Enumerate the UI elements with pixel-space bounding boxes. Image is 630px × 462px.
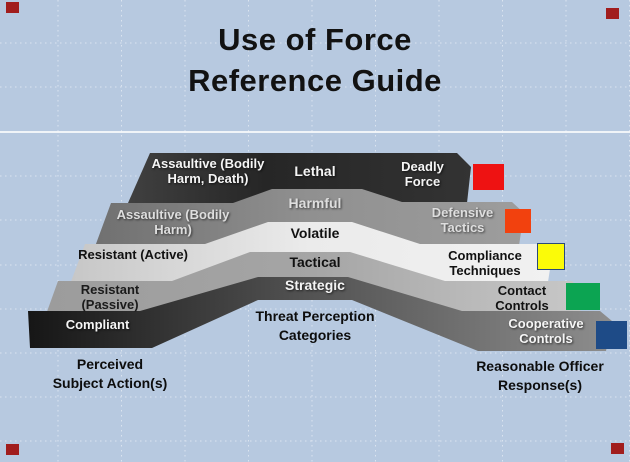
caption-line: Categories (278, 327, 352, 343)
caption-perceived-subject-actions: Perceived Subject Action(s) (30, 355, 190, 393)
caption-line: Perceived (76, 356, 144, 372)
step-label-assaultive-bodily-harm-death: Assaultive (Bodily Harm, Death) (151, 156, 265, 186)
band-label-tactical: Tactical (289, 254, 341, 270)
corner-marker-bottom-left (6, 444, 19, 455)
page-title-line-2: Reference Guide (188, 63, 442, 98)
band-label-lethal: Lethal (294, 163, 336, 179)
step-label-assaultive-bodily-harm: Assaultive (Bodily Harm) (116, 207, 230, 237)
deadly-force-color-marker (473, 164, 504, 190)
compliance-techniques-color-marker (537, 243, 565, 270)
caption-line: Subject Action(s) (52, 375, 168, 391)
cooperative-controls-color-marker (596, 321, 627, 349)
contact-controls-color-marker (566, 283, 600, 310)
step-label-contact-controls: Contact Controls (495, 283, 549, 313)
band-label-strategic: Strategic (285, 277, 345, 293)
step-label-resistant-passive: Resistant (Passive) (80, 282, 140, 312)
page-title-line-1: Use of Force (218, 22, 412, 57)
caption-threat-perception-categories: Threat Perception Categories (230, 307, 400, 345)
corner-marker-bottom-right (611, 443, 624, 454)
corner-marker-top-left (6, 2, 19, 13)
staircase-bands (28, 153, 612, 351)
step-label-defensive-tactics: Defensive Tactics (431, 205, 494, 235)
step-label-compliance-techniques: Compliance Techniques (448, 248, 522, 278)
caption-line: Threat Perception (255, 308, 375, 324)
band-level-1-strategic (28, 277, 612, 351)
band-label-harmful: Harmful (288, 195, 342, 211)
step-label-compliant: Compliant (65, 317, 130, 332)
corner-marker-top-right (606, 8, 619, 19)
caption-line: Reasonable Officer (476, 358, 604, 374)
defensive-tactics-color-marker (505, 209, 531, 233)
step-label-deadly-force: Deadly Force (401, 159, 444, 189)
caption-line: Response(s) (497, 377, 583, 393)
caption-reasonable-officer-responses: Reasonable Officer Response(s) (450, 357, 630, 395)
band-level-4-harmful (93, 189, 524, 252)
step-label-resistant-active: Resistant (Active) (78, 247, 188, 262)
band-label-volatile: Volatile (290, 225, 340, 241)
step-label-cooperative-controls: Cooperative Controls (508, 316, 584, 346)
